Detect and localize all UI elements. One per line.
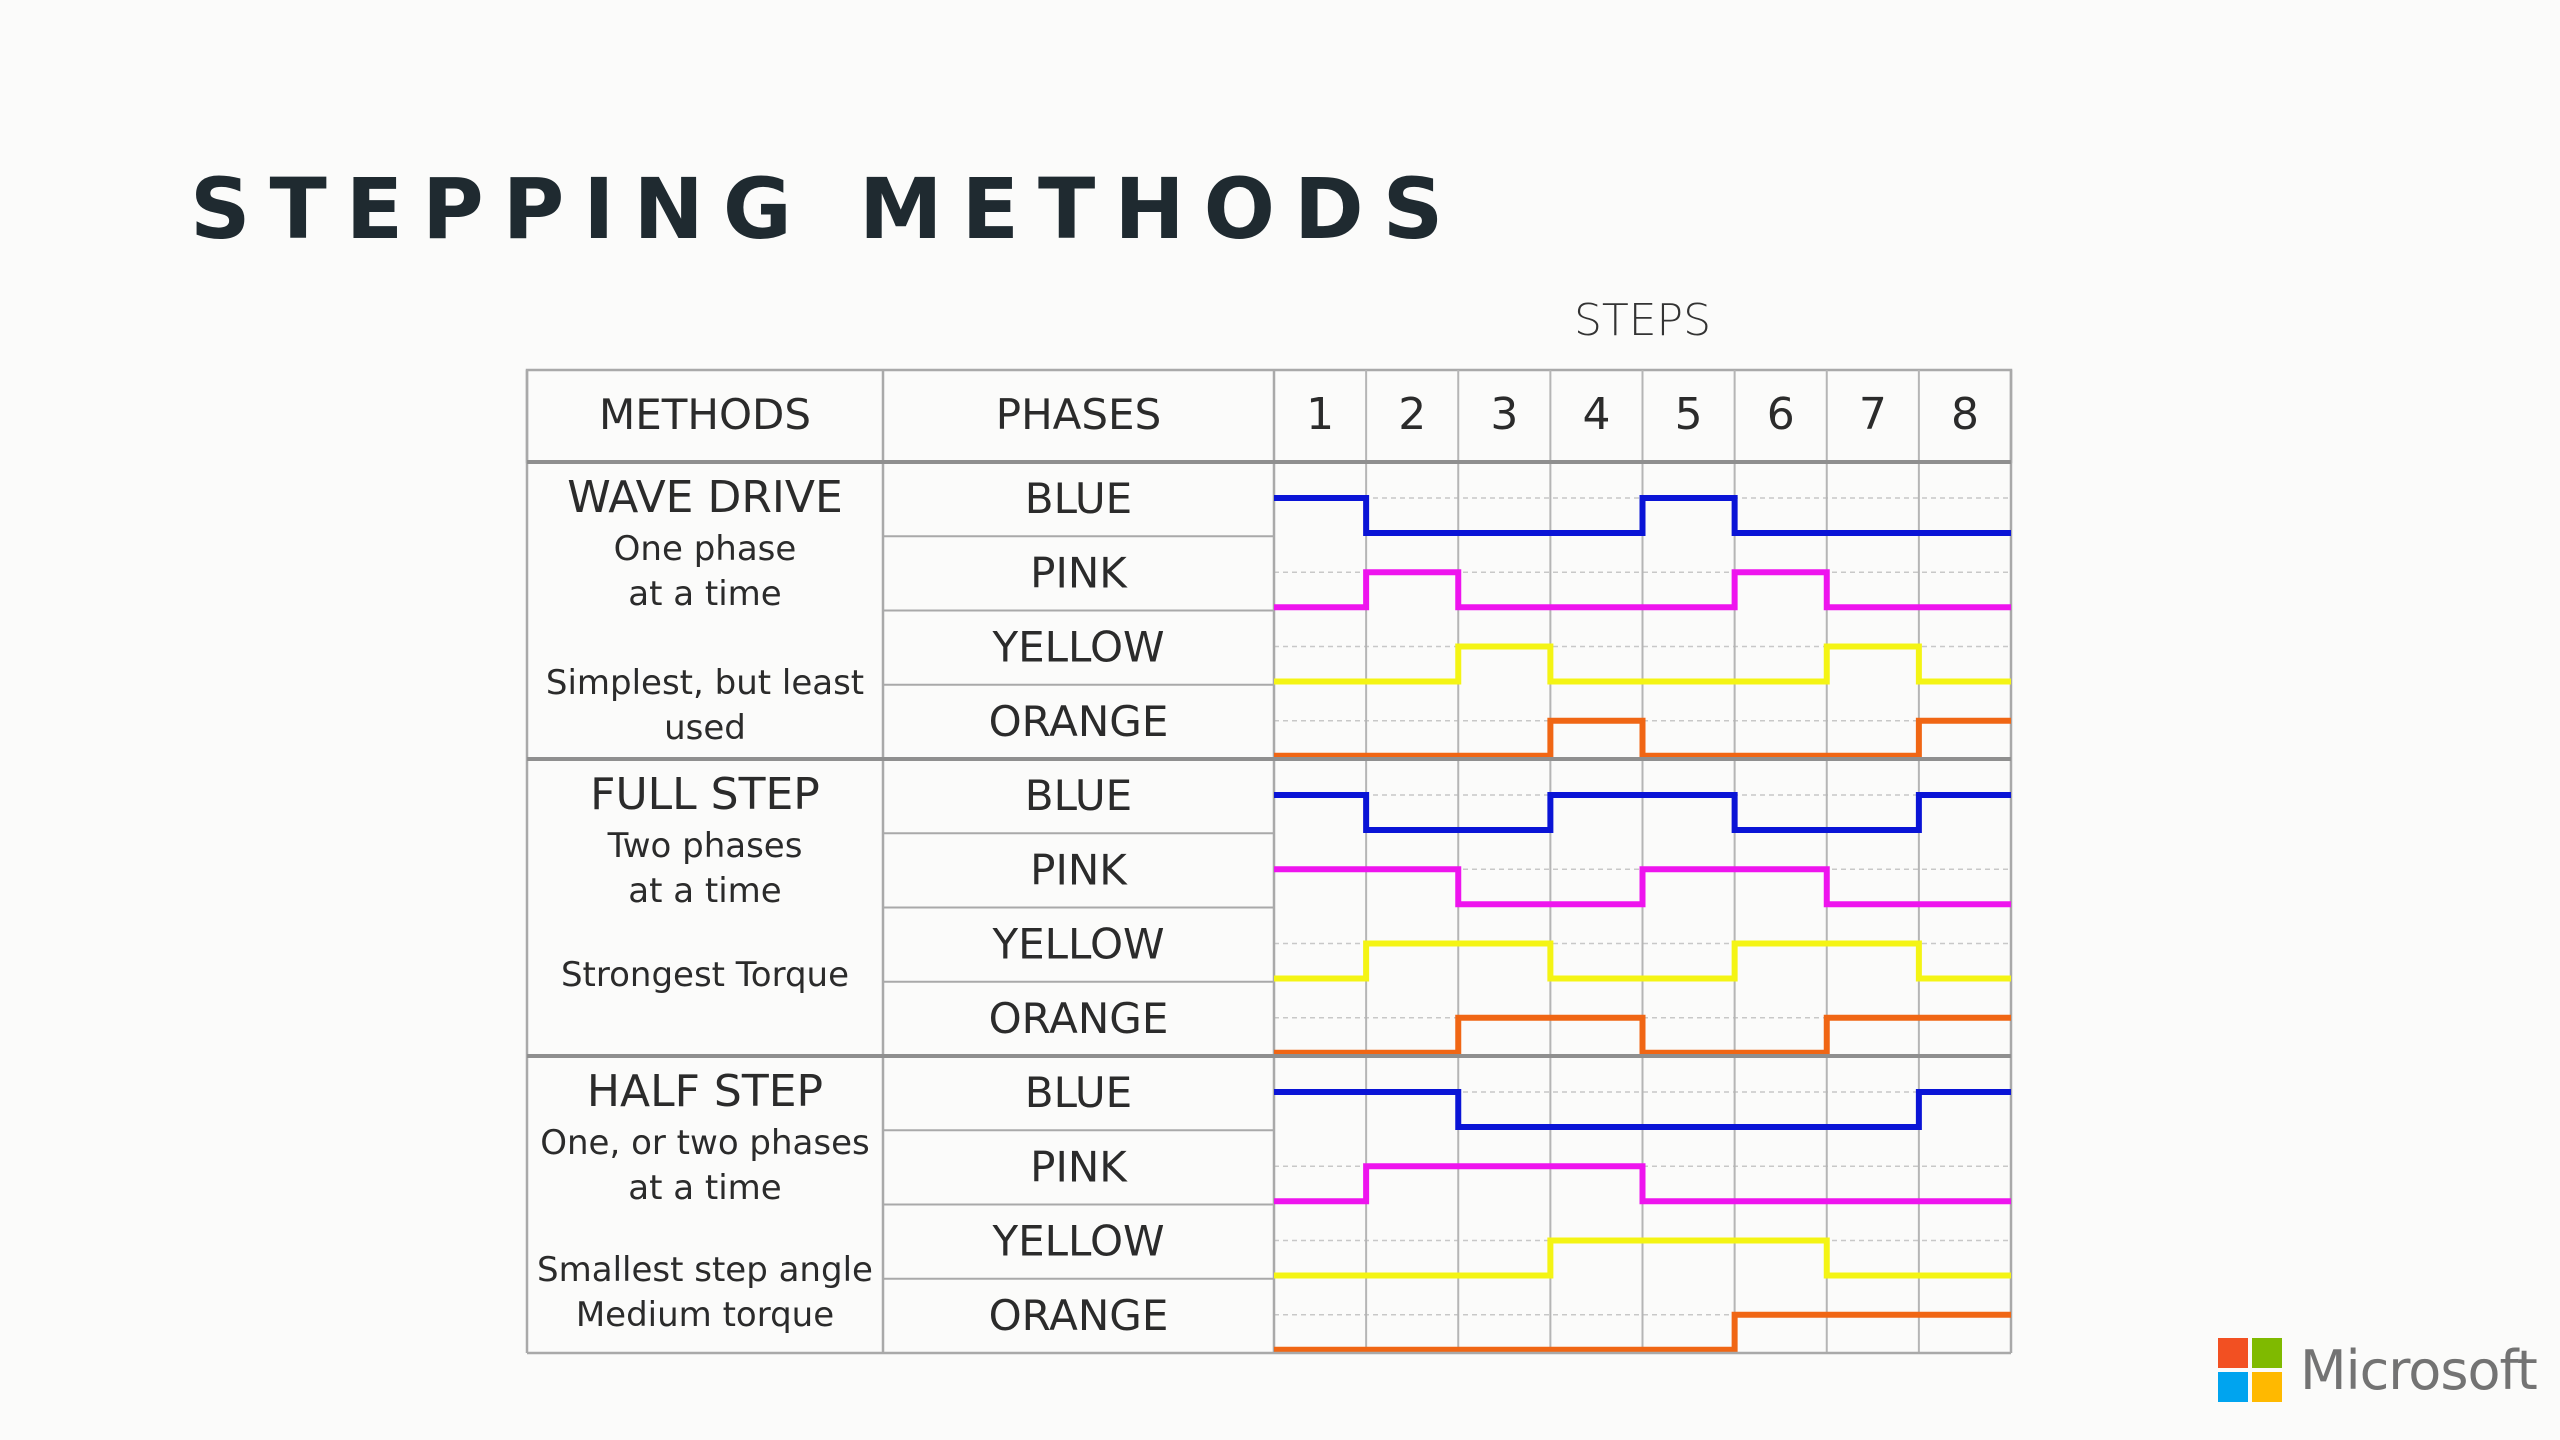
method-name: WAVE DRIVE (567, 472, 843, 523)
waveform-pink (1274, 1163, 2011, 1205)
microsoft-logo: Microsoft (2218, 1338, 2538, 1402)
waveform-pink (1274, 866, 2011, 908)
logo-wordmark: Microsoft (2300, 1338, 2538, 1402)
method-description: Two phases (607, 826, 803, 866)
microsoft-logo-icon (2218, 1338, 2282, 1402)
waveform-blue (1274, 792, 2011, 833)
method-note: used (664, 708, 746, 748)
header-step-5: 5 (1675, 389, 1703, 440)
phase-label-yellow: YELLOW (991, 623, 1164, 672)
steps-caption: STEPS (1573, 295, 1712, 346)
waveform-blue (1274, 495, 2011, 536)
method-note: Simplest, but least (546, 663, 864, 703)
phase-label-blue: BLUE (1025, 1068, 1132, 1117)
logo-square-green (2252, 1338, 2282, 1368)
method-note: Medium torque (576, 1295, 834, 1335)
logo-square-yellow (2252, 1372, 2282, 1402)
header-methods: METHODS (599, 390, 811, 439)
phase-label-blue: BLUE (1025, 474, 1132, 523)
slide-title: STEPPING METHODS (190, 160, 1463, 258)
header-phases: PHASES (996, 390, 1162, 439)
phase-label-blue: BLUE (1025, 771, 1132, 820)
waveform-yellow (1274, 940, 2011, 982)
logo-square-blue (2218, 1372, 2248, 1402)
waveform-blue (1274, 1089, 2011, 1130)
waveform-pink (1274, 569, 2011, 611)
method-name: HALF STEP (587, 1066, 823, 1117)
waveform-orange (1274, 1014, 2011, 1056)
header-step-2: 2 (1398, 389, 1426, 440)
phase-label-orange: ORANGE (989, 994, 1169, 1043)
method-description: One phase (614, 529, 797, 569)
logo-square-red (2218, 1338, 2248, 1368)
header-step-1: 1 (1306, 389, 1334, 440)
waveform-yellow (1274, 1237, 2011, 1279)
phase-label-yellow: YELLOW (991, 1217, 1164, 1266)
header-step-6: 6 (1767, 389, 1795, 440)
method-description: at a time (628, 1168, 781, 1208)
phase-label-orange: ORANGE (989, 697, 1169, 746)
header-step-8: 8 (1951, 389, 1979, 440)
phase-label-orange: ORANGE (989, 1291, 1169, 1340)
method-description: at a time (628, 871, 781, 911)
method-note: Smallest step angle (537, 1250, 873, 1290)
header-step-7: 7 (1859, 389, 1887, 440)
method-name: FULL STEP (590, 769, 820, 820)
waveform-yellow (1274, 643, 2011, 685)
method-description: One, or two phases (540, 1123, 870, 1163)
phase-label-yellow: YELLOW (991, 920, 1164, 969)
waveform-orange (1274, 1311, 2011, 1353)
phase-label-pink: PINK (1030, 845, 1128, 894)
header-step-3: 3 (1490, 389, 1518, 440)
method-description: at a time (628, 574, 781, 614)
waveform-orange (1274, 717, 2011, 759)
phase-label-pink: PINK (1030, 1142, 1128, 1191)
header-step-4: 4 (1582, 389, 1610, 440)
method-note: Strongest Torque (561, 955, 849, 995)
phase-label-pink: PINK (1030, 548, 1128, 597)
